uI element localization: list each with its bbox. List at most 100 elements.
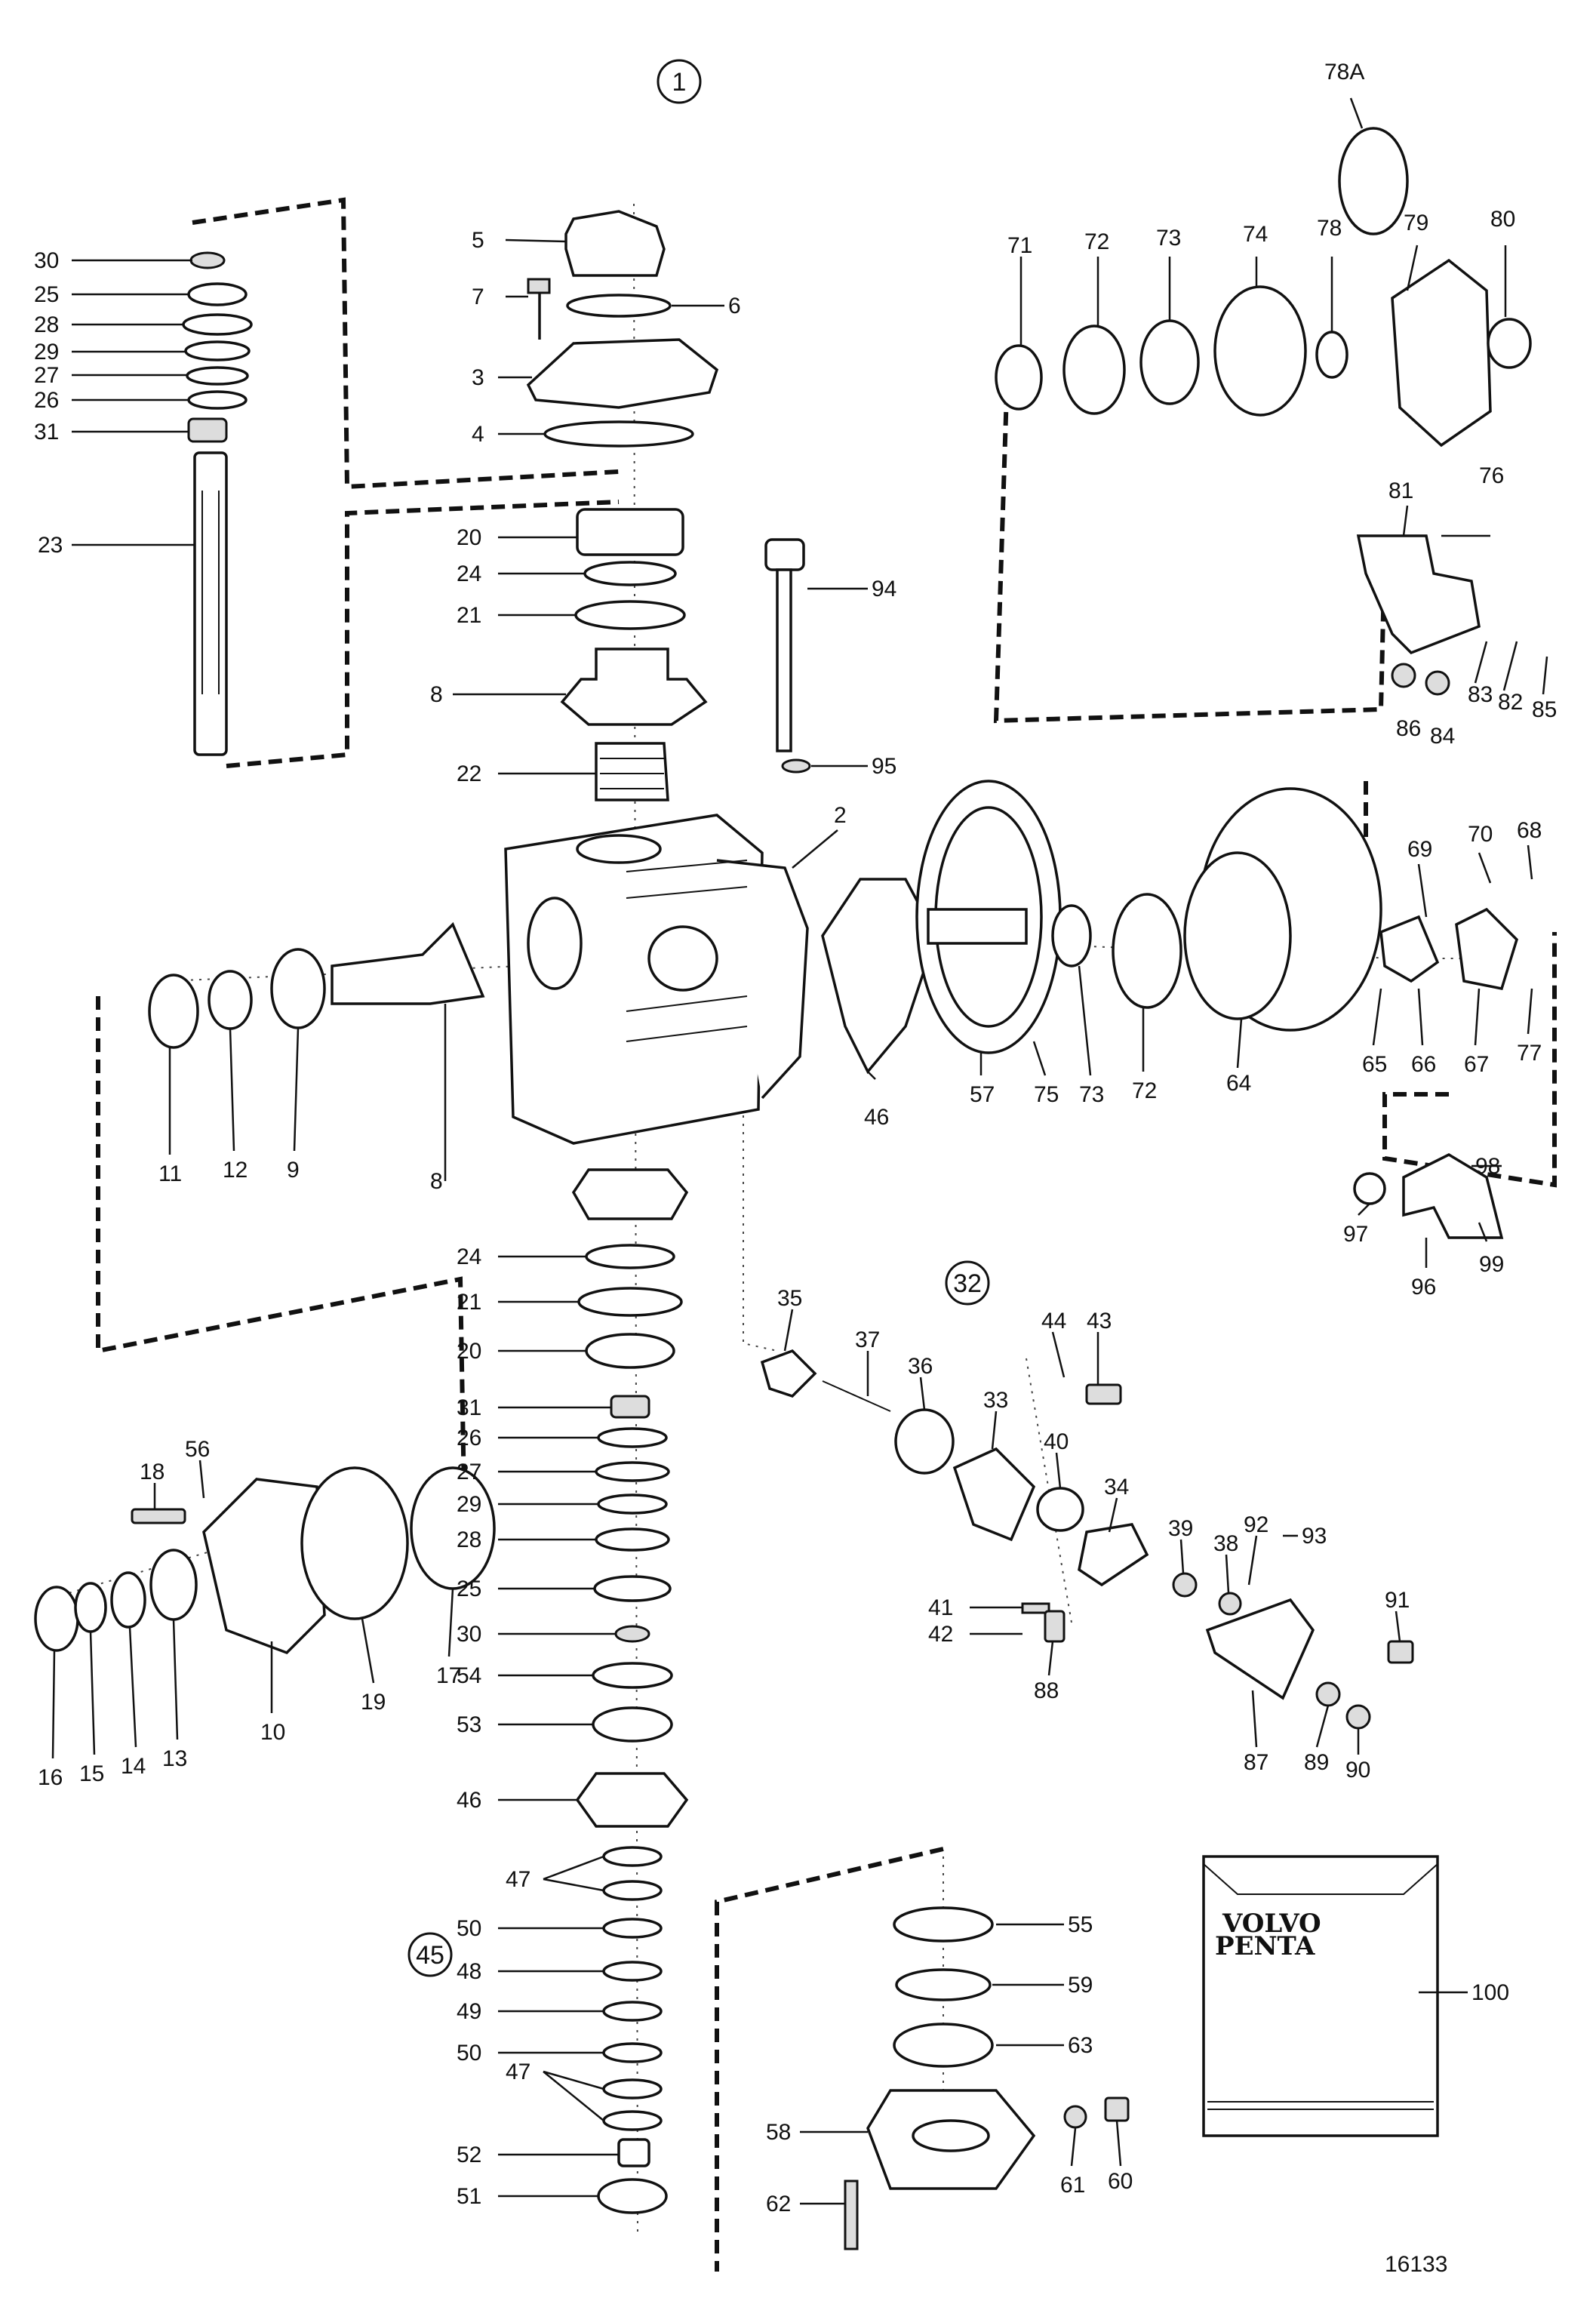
callout-88: 88: [1034, 1678, 1059, 1703]
callout-5: 5: [472, 228, 484, 253]
callout-62: 62: [766, 2192, 791, 2216]
callout-60: 60: [1108, 2169, 1133, 2194]
callout-24: 24: [457, 561, 481, 586]
group-badges: 1 32 45: [407, 59, 990, 1977]
badge-1: 1: [672, 68, 687, 97]
callout-98: 98: [1475, 1154, 1500, 1179]
callout-34: 34: [1104, 1475, 1129, 1500]
callout-87: 87: [1244, 1750, 1268, 1775]
callout-20-lower: 20: [457, 1339, 481, 1364]
callout-66: 66: [1411, 1052, 1436, 1077]
callout-78: 78: [1317, 216, 1342, 241]
callout-75: 75: [1034, 1082, 1059, 1107]
callout-84: 84: [1430, 724, 1455, 749]
callout-9: 9: [287, 1158, 300, 1183]
callout-18: 18: [140, 1460, 165, 1484]
callout-74: 74: [1243, 222, 1268, 247]
callout-71: 71: [1007, 233, 1032, 258]
callout-17: 17: [436, 1663, 461, 1688]
callout-49: 49: [457, 1999, 481, 2024]
callout-50-upper: 50: [457, 1916, 481, 1941]
callout-91: 91: [1385, 1588, 1410, 1613]
callout-77: 77: [1517, 1041, 1542, 1066]
callout-80: 80: [1490, 207, 1515, 232]
callout-31-lower: 31: [457, 1395, 481, 1420]
callout-6: 6: [728, 294, 741, 318]
drawing-number: 16133: [1385, 2252, 1447, 2277]
callout-30: 30: [34, 248, 59, 273]
callout-39: 39: [1168, 1516, 1193, 1541]
callout-46-lower: 46: [457, 1788, 481, 1813]
callout-81: 81: [1388, 478, 1413, 503]
callout-76: 76: [1479, 463, 1504, 488]
callout-12: 12: [223, 1158, 248, 1183]
callout-40: 40: [1044, 1429, 1069, 1454]
callout-8: 8: [430, 682, 443, 707]
callout-44: 44: [1041, 1309, 1066, 1334]
callout-43: 43: [1087, 1309, 1112, 1334]
leader-lines: [51, 97, 1548, 2205]
callout-93: 93: [1302, 1524, 1327, 1549]
callout-11: 11: [158, 1161, 182, 1186]
callout-92: 92: [1244, 1512, 1268, 1537]
callout-61: 61: [1060, 2173, 1085, 2198]
callout-51: 51: [457, 2184, 481, 2209]
callout-54: 54: [457, 1663, 481, 1688]
callout-27-lower: 27: [457, 1460, 481, 1484]
callout-36: 36: [908, 1354, 933, 1379]
callout-73: 73: [1156, 226, 1181, 251]
callout-55: 55: [1068, 1912, 1093, 1937]
callout-8-lower: 8: [430, 1169, 443, 1194]
callout-29: 29: [34, 340, 59, 365]
callout-83: 83: [1468, 682, 1493, 707]
callout-78A: 78A: [1324, 60, 1364, 85]
callout-29-lower: 29: [457, 1492, 481, 1517]
callout-47-lower: 47: [506, 2060, 530, 2084]
callout-19: 19: [361, 1690, 386, 1715]
callout-20: 20: [457, 525, 481, 550]
callout-58: 58: [766, 2120, 791, 2145]
callout-52: 52: [457, 2143, 481, 2167]
callout-28-lower: 28: [457, 1527, 481, 1552]
callout-28: 28: [34, 312, 59, 337]
badge-circle-1: [657, 59, 702, 104]
callout-31: 31: [34, 420, 59, 445]
callout-26-lower: 26: [457, 1426, 481, 1450]
badge-circle-32: [945, 1260, 990, 1306]
callout-21-lower: 21: [457, 1290, 481, 1315]
callout-86: 86: [1396, 716, 1421, 741]
callout-95: 95: [872, 754, 896, 779]
callout-labels: 30 25 28 29 27 26 31 23 5 7 6 3 4 20 24 …: [34, 60, 1557, 2277]
callout-48: 48: [457, 1959, 481, 1984]
callout-33: 33: [983, 1388, 1008, 1413]
callout-4: 4: [472, 422, 484, 447]
callout-50-lower: 50: [457, 2041, 481, 2066]
callout-67: 67: [1464, 1052, 1489, 1077]
callout-79: 79: [1404, 211, 1428, 235]
callout-68: 68: [1517, 818, 1542, 843]
manual-cover-line2: PENTA: [1215, 1931, 1315, 1961]
callout-90: 90: [1345, 1758, 1370, 1783]
callout-30-lower: 30: [457, 1622, 481, 1647]
badge-32: 32: [953, 1269, 982, 1298]
callout-2: 2: [834, 803, 847, 828]
callout-13: 13: [162, 1746, 187, 1771]
callout-96: 96: [1411, 1275, 1436, 1300]
callout-89: 89: [1304, 1750, 1329, 1775]
callout-57: 57: [970, 1082, 995, 1107]
callout-65: 65: [1362, 1052, 1387, 1077]
callout-3: 3: [472, 365, 484, 390]
callout-99: 99: [1479, 1252, 1504, 1277]
callout-47-upper: 47: [506, 1867, 530, 1892]
callout-24-lower: 24: [457, 1244, 481, 1269]
manual-cover-line1: VOLVO: [1222, 1909, 1321, 1939]
parts-artwork: [34, 127, 1532, 2250]
badge-45: 45: [416, 1941, 444, 1970]
callout-85: 85: [1532, 697, 1557, 722]
callout-64: 64: [1226, 1071, 1251, 1096]
callout-15: 15: [79, 1761, 104, 1786]
callout-26: 26: [34, 388, 59, 413]
callout-97: 97: [1343, 1222, 1368, 1247]
callout-72: 72: [1084, 229, 1109, 254]
